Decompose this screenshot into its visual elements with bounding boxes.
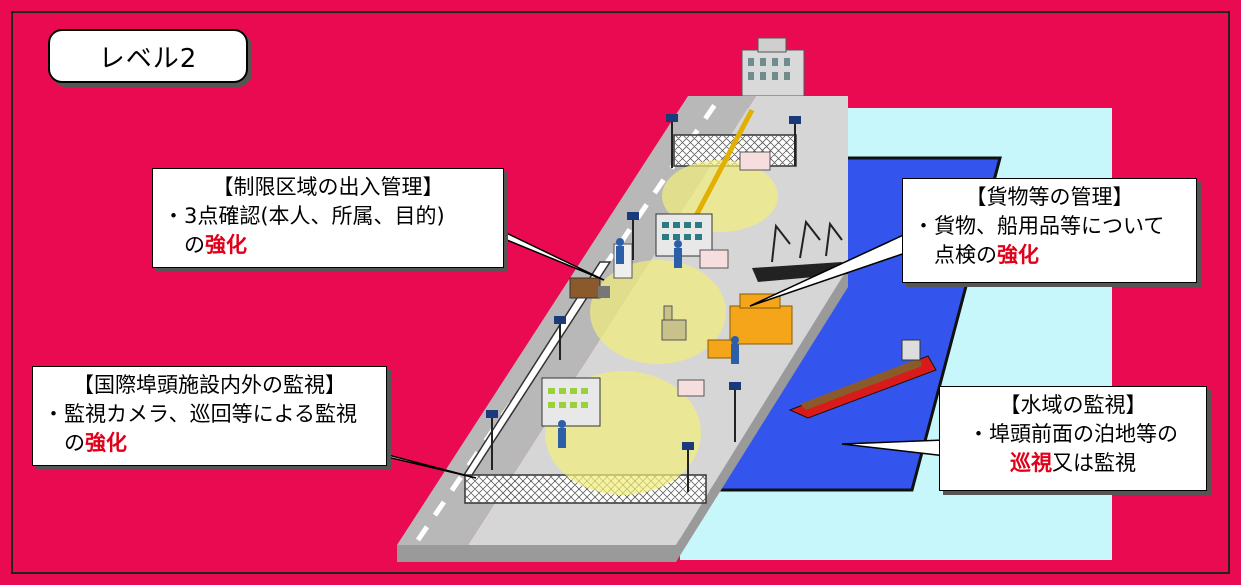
- truck-icon: [569, 277, 610, 299]
- slide-frame: [11, 11, 1230, 574]
- callout-text: の強化: [163, 231, 493, 260]
- highlight-text: 強化: [997, 243, 1039, 267]
- callout-title: 【制限区域の出入管理】: [212, 175, 444, 199]
- water-monitoring-callout: 【水域の監視】 ・埠頭前面の泊地等の 巡視又は監視: [939, 386, 1207, 491]
- callout-text: ・3点確認(本人、所属、目的): [163, 204, 445, 228]
- cargo-container-icon: [707, 293, 793, 359]
- callout-text: ・監視カメラ、巡回等による監視: [43, 402, 357, 426]
- callout-text: 点検の強化: [913, 241, 1186, 270]
- callout-text-prefix: の: [184, 233, 205, 257]
- security-fence: [462, 134, 797, 504]
- level-badge: レベル2: [48, 29, 248, 83]
- access-control-callout: 【制限区域の出入管理】 ・3点確認(本人、所属、目的) の強化: [152, 168, 504, 268]
- surveillance-camera-icon: [491, 120, 796, 492]
- callout-title: 【貨物等の管理】: [965, 185, 1134, 209]
- callout-title: 【水域の監視】: [999, 393, 1147, 417]
- cargo-management-callout: 【貨物等の管理】 ・貨物、船用品等について 点検の強化: [902, 178, 1197, 283]
- cargo-ship-icon: [752, 219, 848, 282]
- forklift-icon: [661, 305, 687, 341]
- callout-text-suffix: 又は監視: [1052, 451, 1136, 475]
- callout-text-prefix: 点検の: [934, 243, 997, 267]
- callout-text: の強化: [43, 429, 376, 458]
- pier-edge: [676, 268, 848, 562]
- container-ship-icon: [788, 339, 937, 419]
- pier-side: [397, 545, 676, 562]
- security-guard-icon: [558, 238, 739, 448]
- callout-text: ・埠頭前面の泊地等の: [968, 422, 1178, 446]
- city-building-icon: [741, 37, 805, 97]
- highlight-text: 強化: [205, 233, 247, 257]
- level-label: レベル2: [98, 43, 198, 74]
- highlight-text: 強化: [85, 431, 127, 455]
- callout-text-prefix: の: [64, 431, 85, 455]
- warehouse-building-icon: [541, 377, 601, 427]
- callout-text: 巡視又は監視: [950, 449, 1196, 478]
- callout-text: ・貨物、船用品等について: [913, 214, 1165, 238]
- callout-title: 【国際埠頭施設内外の監視】: [73, 373, 346, 397]
- office-building-icon: [655, 213, 713, 257]
- facility-monitoring-callout: 【国際埠頭施設内外の監視】 ・監視カメラ、巡回等による監視 の強化: [32, 366, 387, 466]
- security-sign-icon: [677, 151, 771, 397]
- camera-heads: [486, 114, 801, 450]
- highlight-text: 巡視: [1010, 451, 1052, 475]
